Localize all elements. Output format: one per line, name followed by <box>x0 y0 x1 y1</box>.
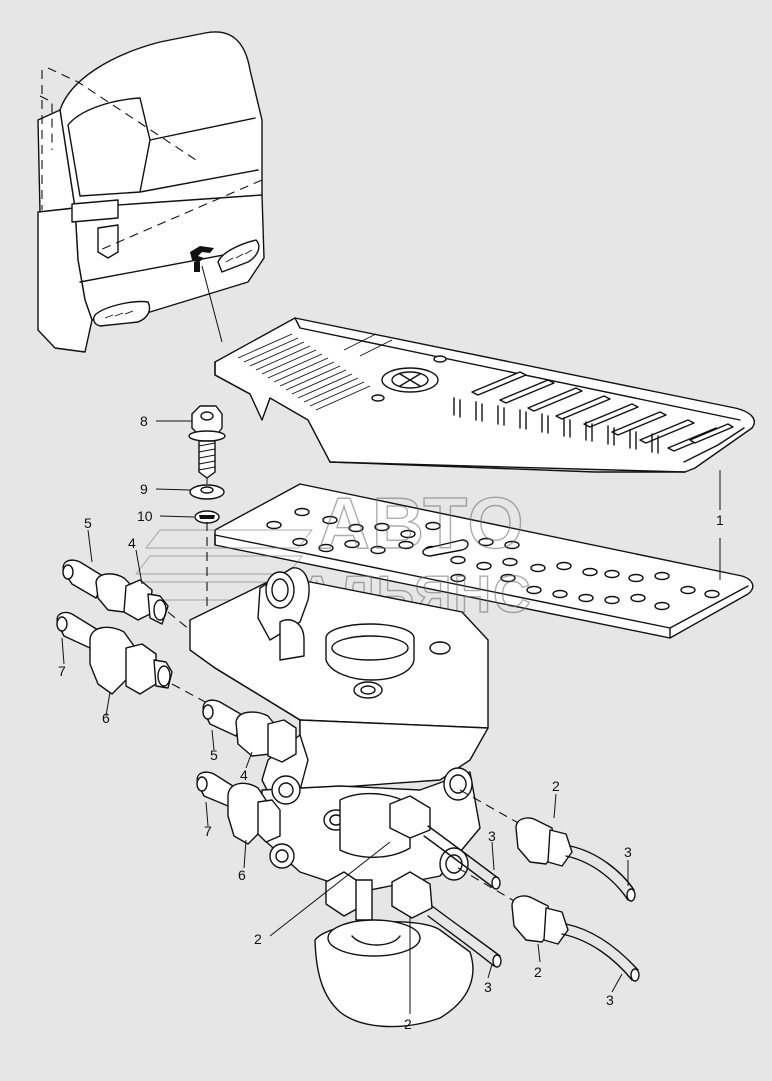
label-part-5-upper: 5 <box>84 515 92 531</box>
leader-lines <box>61 420 721 1014</box>
bolt-and-washers <box>188 405 226 637</box>
label-part-3-right-upper: 3 <box>624 844 632 860</box>
label-part-4-lower: 4 <box>240 767 248 783</box>
left-fittings <box>56 559 297 845</box>
label-part-2-bottom: 2 <box>404 1016 412 1032</box>
pedal-cover-top <box>214 317 755 473</box>
label-part-3-right-lower: 3 <box>606 992 614 1008</box>
label-part-6-upper: 6 <box>102 710 110 726</box>
brake-valve-assembly <box>189 567 489 1028</box>
label-part-3-center-lower: 3 <box>484 979 492 995</box>
label-part-3-center-upper: 3 <box>488 828 496 844</box>
label-part-1: 1 <box>716 512 724 528</box>
label-part-8: 8 <box>140 413 148 429</box>
label-part-4-upper: 4 <box>128 535 136 551</box>
callout-labels: 1 8 9 10 5 4 7 6 5 4 7 6 2 3 3 2 3 3 2 2 <box>58 413 724 1032</box>
watermark-line1: АВТО <box>318 484 525 564</box>
right-fittings <box>423 789 640 982</box>
label-part-7-lower: 7 <box>204 823 212 839</box>
label-part-2-right-upper: 2 <box>552 778 560 794</box>
label-part-9: 9 <box>140 481 148 497</box>
label-part-2-right-lower: 2 <box>534 964 542 980</box>
label-part-2-left: 2 <box>254 931 262 947</box>
label-part-6-lower: 6 <box>238 867 246 883</box>
label-part-5-lower: 5 <box>210 747 218 763</box>
truck-cab-illustration <box>37 31 265 353</box>
pedal-base-plate <box>214 483 754 639</box>
label-part-10: 10 <box>137 508 153 524</box>
label-part-7-upper: 7 <box>58 663 66 679</box>
